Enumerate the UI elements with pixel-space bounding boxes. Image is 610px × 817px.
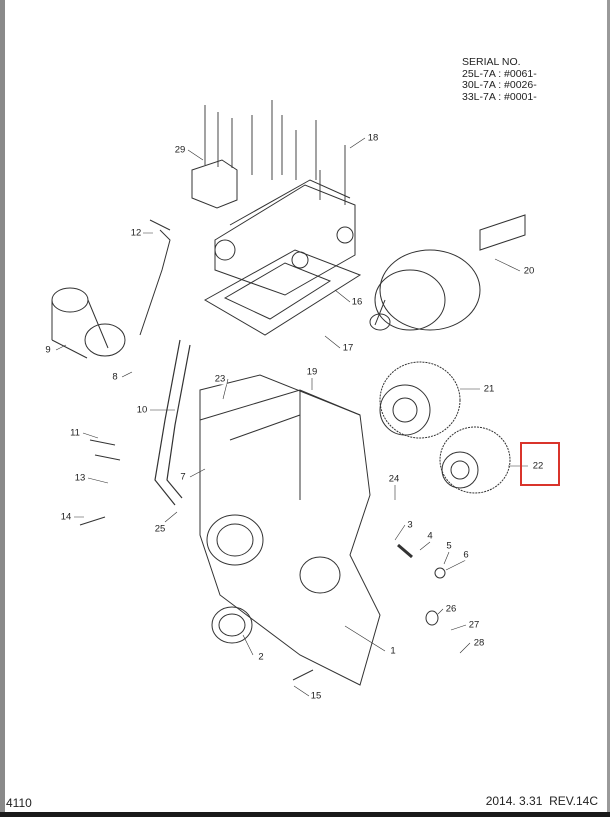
serial-title: SERIAL NO. <box>462 56 521 68</box>
serial-line: 30L-7A : #0026- <box>462 79 537 91</box>
gear-21 <box>379 361 461 439</box>
callout-3[interactable]: 3 <box>406 519 414 531</box>
callout-24[interactable]: 24 <box>387 473 401 485</box>
gasket <box>203 249 362 336</box>
callout-19[interactable]: 19 <box>305 366 319 378</box>
dipstick <box>139 219 171 336</box>
bracket-29 <box>191 159 238 209</box>
left-border <box>0 0 5 812</box>
callout-29[interactable]: 29 <box>173 144 187 156</box>
bolt-15 <box>292 669 314 681</box>
o-ring-26 <box>425 610 439 626</box>
shaft-20 <box>369 214 526 331</box>
callout-17[interactable]: 17 <box>341 342 355 354</box>
serial-number-block: SERIAL NO. 25L-7A : #0061- 30L-7A : #002… <box>462 56 537 103</box>
seal-2 <box>211 606 253 644</box>
callout-26[interactable]: 26 <box>444 603 458 615</box>
bottom-bar <box>0 812 610 817</box>
callout-6[interactable]: 6 <box>462 549 470 561</box>
callout-16[interactable]: 16 <box>350 296 364 308</box>
callout-1[interactable]: 1 <box>389 645 397 657</box>
callout-4[interactable]: 4 <box>426 530 434 542</box>
serial-line: 33L-7A : #0001- <box>462 90 537 103</box>
callout-11[interactable]: 11 <box>69 427 81 439</box>
tube-10 <box>154 339 191 506</box>
right-border <box>607 0 610 812</box>
callout-22[interactable]: 22 <box>531 460 545 472</box>
callout-10[interactable]: 10 <box>135 404 149 416</box>
revision-date: 2014. 3.31 REV.14C <box>485 794 598 808</box>
callout-15[interactable]: 15 <box>309 690 323 702</box>
callout-8[interactable]: 8 <box>111 371 119 383</box>
callout-2[interactable]: 2 <box>257 651 265 663</box>
gear-22 <box>439 426 511 494</box>
callout-14[interactable]: 14 <box>59 511 73 523</box>
callout-13[interactable]: 13 <box>73 472 87 484</box>
callout-23[interactable]: 23 <box>213 373 227 385</box>
callout-18[interactable]: 18 <box>366 132 380 144</box>
plug-6 <box>434 567 446 579</box>
control-valve <box>214 179 356 296</box>
callout-9[interactable]: 9 <box>44 344 52 356</box>
serial-line: 25L-7A : #0061- <box>462 67 537 80</box>
filter-9 <box>51 287 126 359</box>
callout-27[interactable]: 27 <box>467 619 481 631</box>
spring-4 <box>397 543 413 559</box>
leader-lines <box>55 137 528 697</box>
highlight-box-part-22 <box>520 442 560 486</box>
callout-12[interactable]: 12 <box>129 227 143 239</box>
bolt-14 <box>79 516 106 526</box>
transmission-case <box>199 374 381 686</box>
callout-28[interactable]: 28 <box>472 637 486 649</box>
page-number: 4110 <box>6 796 32 810</box>
callout-21[interactable]: 21 <box>482 383 496 395</box>
valve-bolts <box>204 100 346 205</box>
bolts-11 <box>89 439 121 461</box>
callout-5[interactable]: 5 <box>445 540 453 552</box>
callout-20[interactable]: 20 <box>522 265 536 277</box>
callout-7[interactable]: 7 <box>179 471 187 483</box>
callout-25[interactable]: 25 <box>153 523 167 535</box>
